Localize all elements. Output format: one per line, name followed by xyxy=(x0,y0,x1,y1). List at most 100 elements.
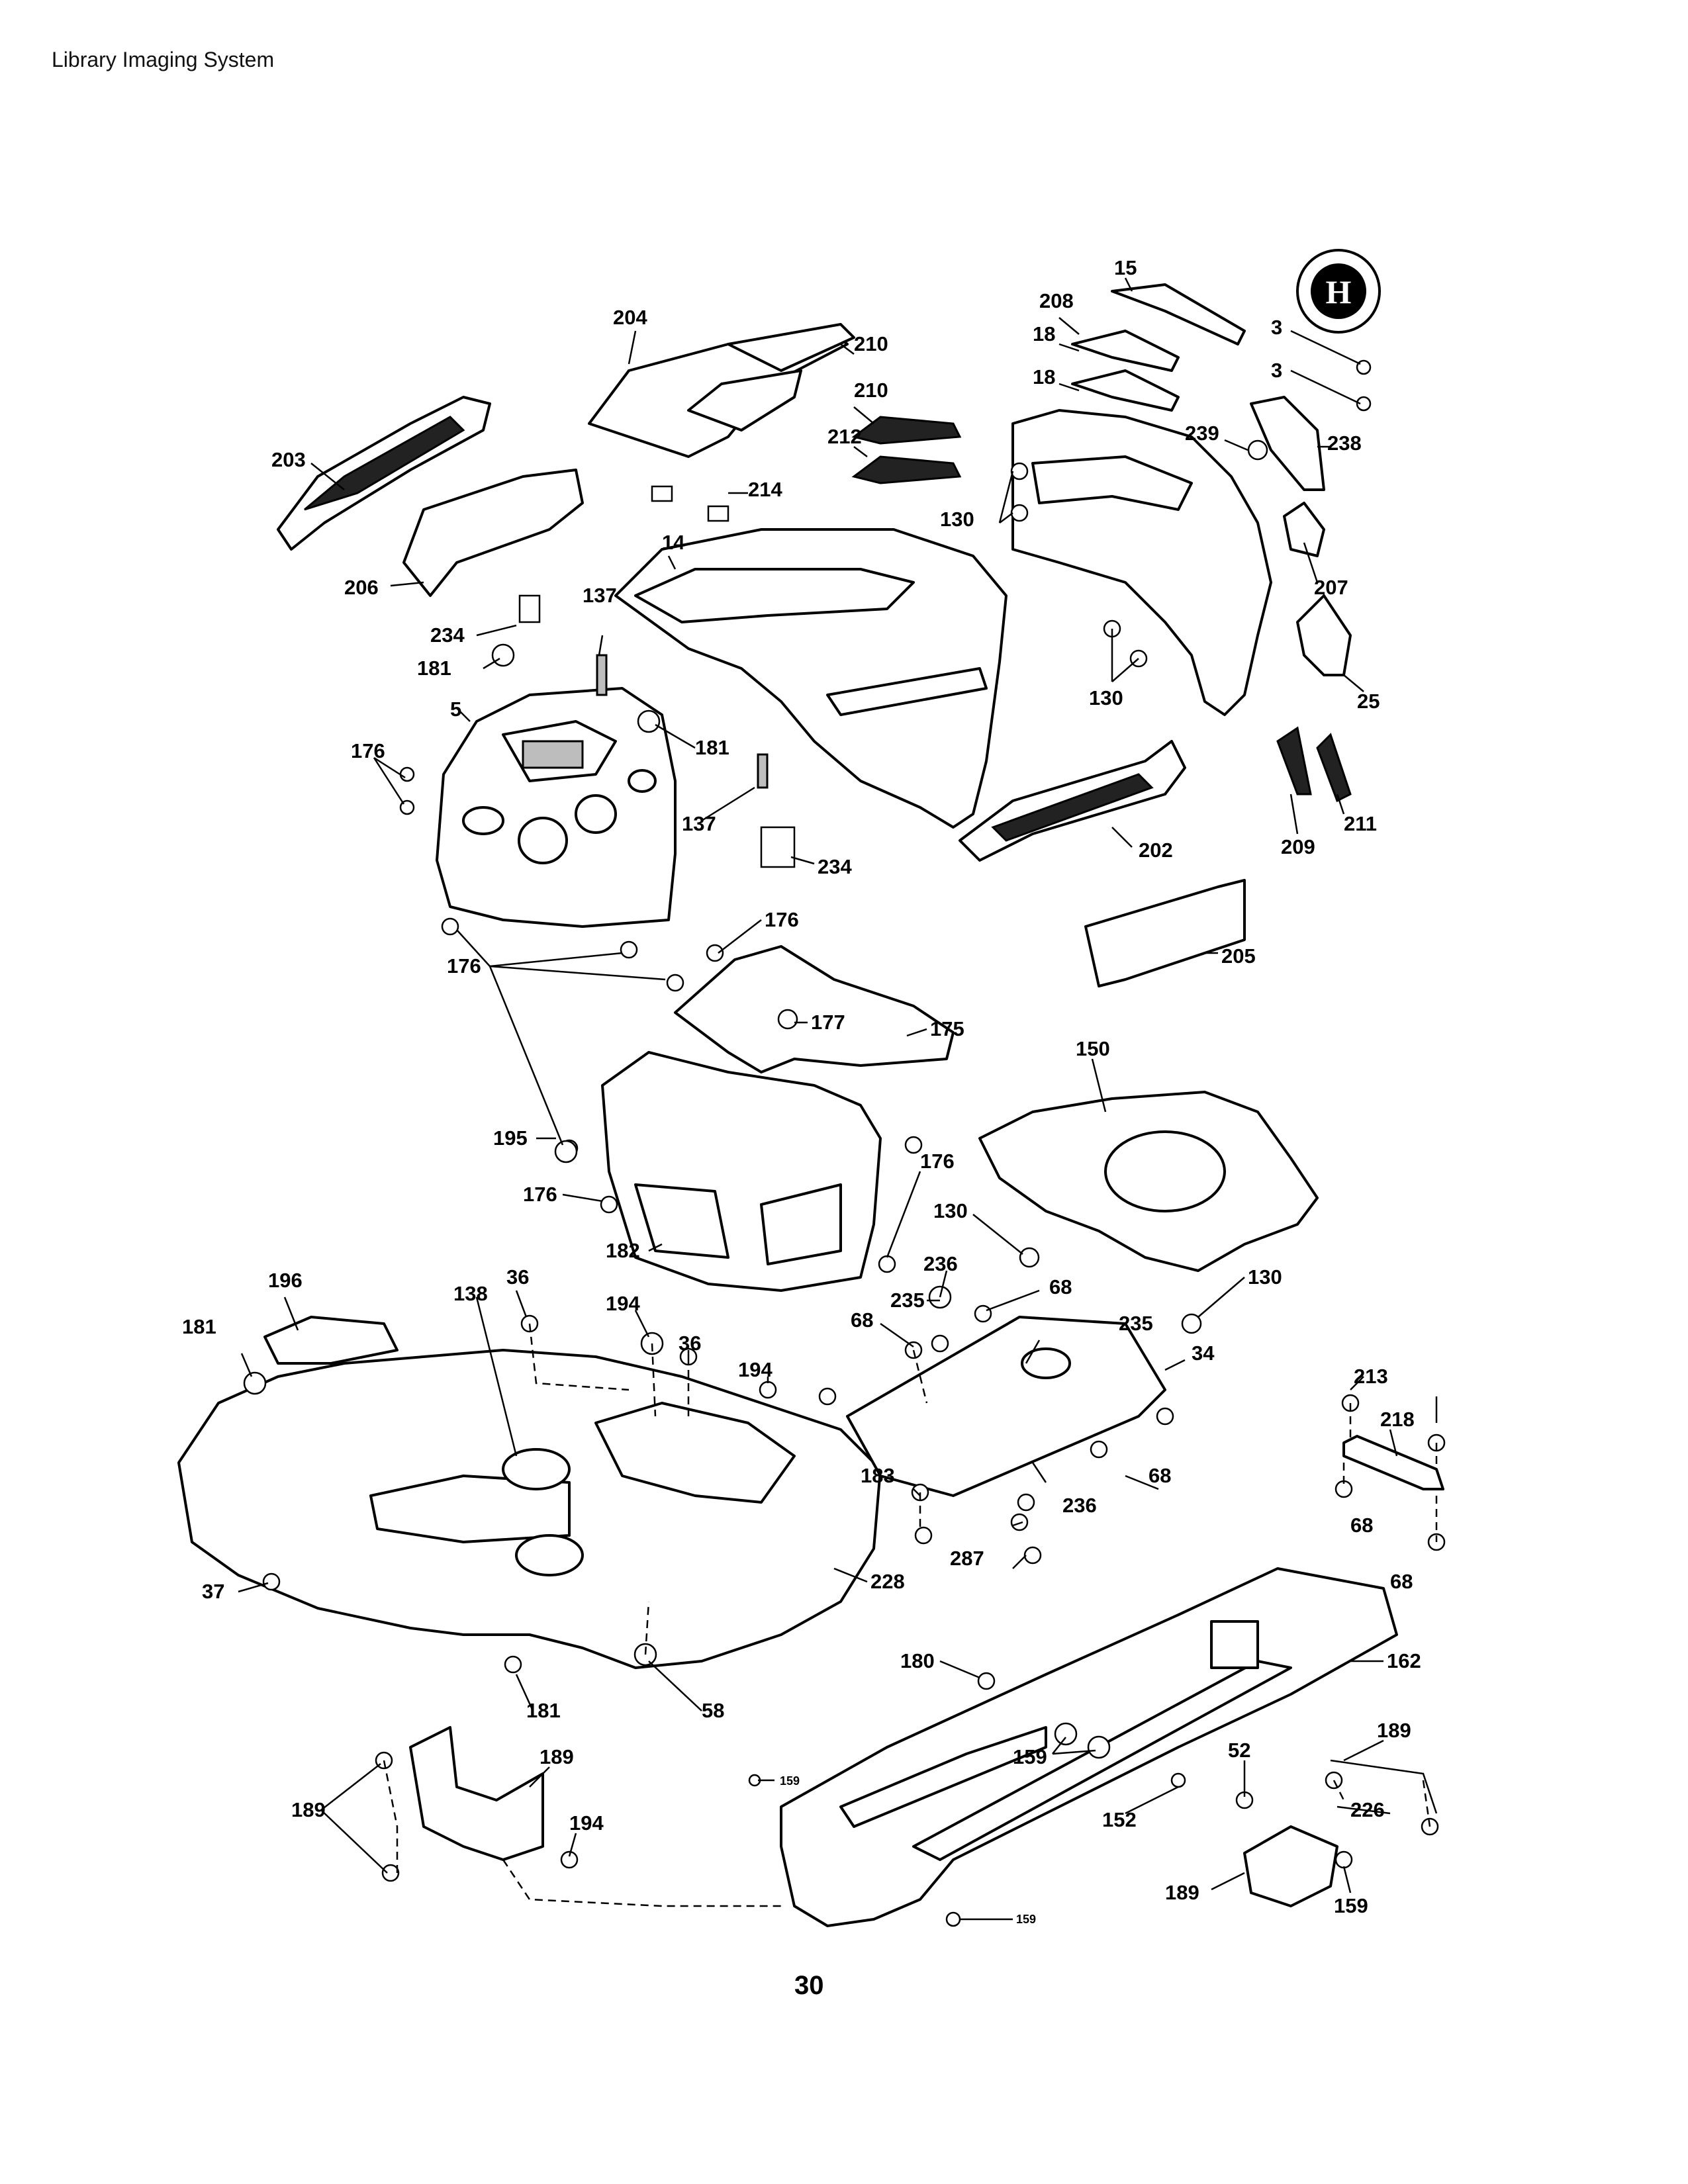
callout-287: 37 xyxy=(202,1580,224,1603)
callout-189b: 194 xyxy=(569,1811,604,1835)
callout-159b: 159 xyxy=(1016,1913,1036,1926)
grille-right-side xyxy=(1011,283,1272,716)
callout-138: 138 xyxy=(453,1282,488,1305)
callout-181a: 181 xyxy=(417,657,451,680)
callout-205: 205 xyxy=(1221,944,1256,968)
callout-214: 214 xyxy=(748,478,782,501)
callout-235a: 235 xyxy=(890,1289,925,1312)
callout-210a: 210 xyxy=(854,332,888,355)
callout-18b: 18 xyxy=(1033,365,1055,388)
callout-202: 202 xyxy=(1139,839,1173,862)
bracket-152 xyxy=(1243,1825,1338,1907)
callout-137a: 137 xyxy=(583,584,617,607)
callout-68b: 68 xyxy=(851,1308,873,1332)
callout-68e: 68 xyxy=(1390,1570,1413,1593)
console-5 xyxy=(436,687,677,928)
callout-194a: 194 xyxy=(606,1292,640,1315)
callout-217: 189 xyxy=(1377,1719,1411,1742)
callout-176c: 176 xyxy=(447,954,481,978)
plate-34 xyxy=(846,1316,1166,1497)
callout-234a: 234 xyxy=(430,623,465,647)
callout-34: 34 xyxy=(1192,1342,1215,1365)
callout-208: 208 xyxy=(1039,289,1074,312)
callout-162: 181 xyxy=(526,1699,561,1722)
callout-176e: 176 xyxy=(523,1183,557,1206)
callout-183b: 287 xyxy=(950,1547,984,1570)
callout-218: 218 xyxy=(1380,1408,1415,1431)
callout-211: 211 xyxy=(1344,812,1377,835)
mounting-plate-175 xyxy=(674,945,955,1073)
callout-68c: 68 xyxy=(1149,1464,1171,1487)
system-header: Library Imaging System xyxy=(52,48,275,71)
lens-238 xyxy=(1250,396,1325,491)
callout-37: 228 xyxy=(870,1570,905,1593)
callout-189a: 189 xyxy=(291,1798,326,1821)
callout-130a: 130 xyxy=(940,508,974,531)
callout-235b: 235 xyxy=(1119,1312,1153,1335)
callout-213: 213 xyxy=(1354,1365,1388,1388)
callout-18a: 18 xyxy=(1033,322,1055,345)
hood-shell xyxy=(614,528,1008,829)
fender-cover-150 xyxy=(978,1091,1319,1272)
hood-top-panel xyxy=(588,323,855,458)
callout-175: 175 xyxy=(930,1017,964,1040)
trims-209-211 xyxy=(1276,726,1352,803)
callout-226: 152 xyxy=(1102,1808,1137,1831)
callout-36a: 36 xyxy=(506,1265,529,1289)
callout-189d: 159 xyxy=(1334,1894,1368,1917)
callout-234b: 234 xyxy=(818,855,852,878)
callout-181d: 58 xyxy=(702,1699,724,1722)
callout-36b: 36 xyxy=(679,1332,701,1355)
dash-panel-203 xyxy=(277,396,491,551)
callout-209: 209 xyxy=(1281,835,1315,858)
husqvarna-logo: H xyxy=(1296,249,1381,334)
callout-176a: 176 xyxy=(351,739,385,762)
callout-68d: 68 xyxy=(1350,1514,1373,1537)
callout-238: 238 xyxy=(1327,432,1362,455)
bracket-58 xyxy=(409,1726,544,1861)
dashed-connectors xyxy=(383,1323,1438,1907)
callout-25: 25 xyxy=(1357,690,1380,713)
callout-203: 203 xyxy=(271,448,306,471)
trim-strip-210 xyxy=(851,416,962,484)
callout-labels: 15 208 3 3 18 18 204 210 210 212 203 214… xyxy=(182,256,1421,1926)
callout-176d: 176 xyxy=(920,1150,955,1173)
callout-130b: 130 xyxy=(1089,686,1123,709)
callout-137b: 137 xyxy=(682,812,716,835)
callout-181b: 181 xyxy=(695,736,729,759)
callout-181c: 181 xyxy=(182,1315,216,1338)
callout-14: 14 xyxy=(662,531,685,554)
callout-150: 150 xyxy=(1076,1037,1110,1060)
callout-3b: 3 xyxy=(1271,359,1282,382)
bracket-218 xyxy=(1342,1435,1444,1490)
callout-68a: 68 xyxy=(1049,1275,1072,1298)
bracket-206 xyxy=(402,469,584,597)
logo-letter: H xyxy=(1326,273,1352,310)
callout-206: 206 xyxy=(344,576,379,599)
callout-177: 177 xyxy=(811,1011,845,1034)
callout-176b: 176 xyxy=(765,908,799,931)
front-grille-202 xyxy=(959,740,1186,862)
callout-182: 182 xyxy=(606,1239,640,1262)
callout-159a: 159 xyxy=(780,1774,800,1788)
callout-210b: 210 xyxy=(854,379,888,402)
callout-130d: 130 xyxy=(1248,1265,1282,1289)
trim-205 xyxy=(1084,879,1246,987)
callout-194c: 159 xyxy=(1013,1745,1047,1768)
callout-212: 212 xyxy=(827,425,862,448)
headlight-207 xyxy=(1283,502,1325,557)
callout-5: 5 xyxy=(450,698,461,721)
callout-180: 162 xyxy=(1387,1649,1421,1672)
callout-196: 196 xyxy=(268,1269,303,1292)
callout-194b: 194 xyxy=(738,1358,773,1381)
callout-189c: 52 xyxy=(1228,1739,1250,1762)
callout-207: 207 xyxy=(1314,576,1348,599)
leader-lines xyxy=(238,277,1438,1921)
trim-25 xyxy=(1296,594,1352,676)
footrest-37 xyxy=(177,1349,882,1669)
callout-236a: 236 xyxy=(923,1252,958,1275)
console-base-182 xyxy=(601,1051,882,1292)
callout-228: 180 xyxy=(900,1649,935,1672)
callout-3a: 3 xyxy=(1271,316,1282,339)
